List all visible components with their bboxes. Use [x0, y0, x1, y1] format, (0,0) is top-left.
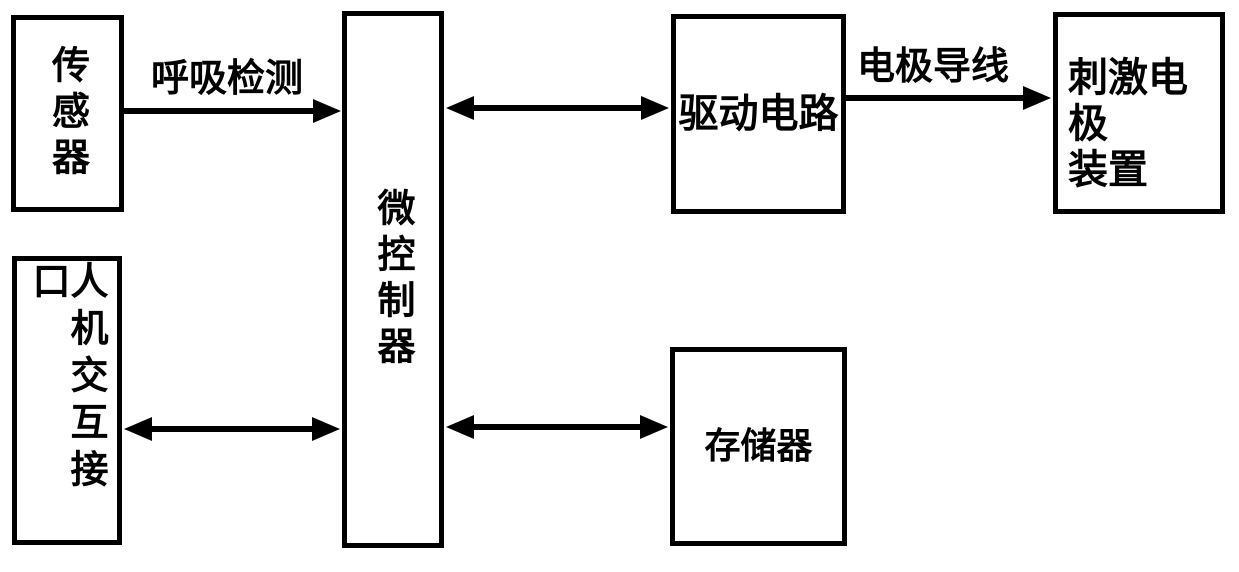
drive-circuit-box-label: 驱动电路 [678, 91, 839, 137]
drive-circuit-box: 驱动电路 [671, 14, 846, 214]
hmi-interface-box: 人机交互接口 [12, 256, 122, 545]
electrode-wire-arrow-label: 电极导线 [857, 44, 1010, 88]
microcontroller-box-label: 微控制器 [371, 187, 415, 372]
hmi-interface-box-label: 人机交互接口 [26, 261, 108, 496]
breath-detection-arrow-label: 呼吸检测 [151, 56, 304, 100]
microcontroller-box: 微控制器 [342, 11, 444, 548]
memory-box-label: 存储器 [704, 425, 813, 467]
stimulation-electrode-device-box-label: 刺激电极 装置 [1068, 55, 1188, 193]
memory-box: 存储器 [670, 347, 847, 546]
stimulation-electrode-device-box: 刺激电极 装置 [1053, 12, 1225, 214]
sensor-box: 传感器 [11, 15, 124, 212]
sensor-box-label: 传感器 [45, 44, 90, 183]
